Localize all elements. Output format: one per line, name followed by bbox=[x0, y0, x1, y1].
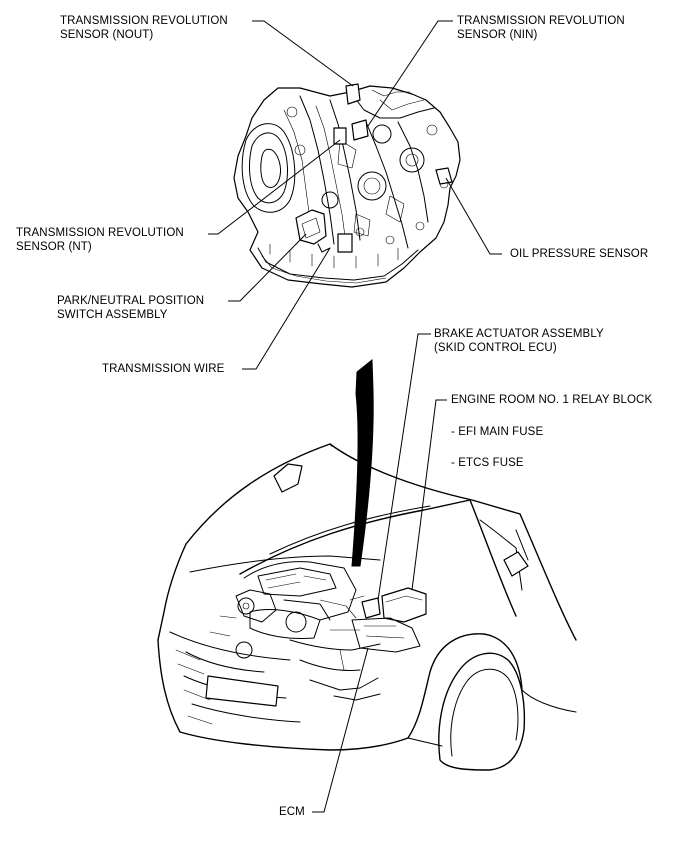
label-trs-nout: TRANSMISSION REVOLUTION SENSOR (NOUT) bbox=[60, 15, 228, 41]
label-oil-pressure-sensor: OIL PRESSURE SENSOR bbox=[510, 248, 649, 260]
label-trs-nin: TRANSMISSION REVOLUTION SENSOR (NIN) bbox=[457, 15, 625, 41]
label-efi-main-fuse: - EFI MAIN FUSE bbox=[451, 426, 544, 438]
label-etcs-fuse: - ETCS FUSE bbox=[451, 457, 524, 469]
label-park-neutral-switch: PARK/NEUTRAL POSITION SWITCH ASSEMBLY bbox=[57, 295, 205, 321]
leader-lines bbox=[208, 20, 502, 813]
label-trs-nt: TRANSMISSION REVOLUTION SENSOR (NT) bbox=[16, 227, 184, 253]
label-ecm: ECM bbox=[279, 806, 305, 818]
vehicle-illustration bbox=[157, 443, 577, 771]
label-transmission-wire: TRANSMISSION WIRE bbox=[102, 363, 225, 375]
label-relay-block: ENGINE ROOM NO. 1 RELAY BLOCK bbox=[451, 394, 653, 406]
label-brake-actuator: BRAKE ACTUATOR ASSEMBLY (SKID CONTROL EC… bbox=[434, 328, 604, 354]
transmission-illustration bbox=[233, 83, 461, 288]
